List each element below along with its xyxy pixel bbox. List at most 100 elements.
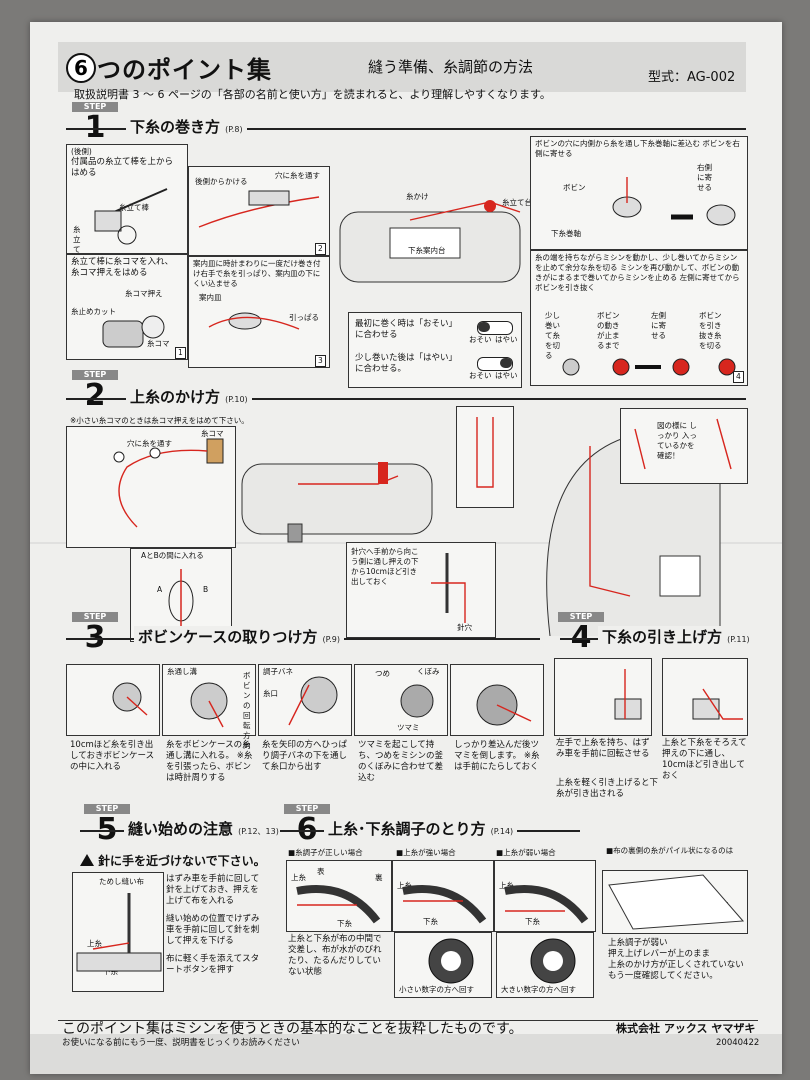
upper-thread-start-illustration [113,438,224,528]
step-label: STEP [72,612,118,622]
step4-caption-2: 上糸と下糸をそろえて押えの下に通し、10cmほど引き出しておく [662,738,747,781]
instruction-sheet: 6 つのポイント集 縫う準備、糸調節の方法 型式：AG-002 取扱説明書 3 … [30,22,782,1074]
hook-check-illustration [634,418,732,470]
bobbin-sequence-illustration [562,358,736,376]
title-text: つのポイント集 [97,56,272,84]
label-winder-shaft: 下糸巻軸 [551,229,581,238]
speed-switch-panel: 最初に巻く時は「おそい」に合わせる 少し巻いた後は「はやい」に合わせる。 おそい… [348,312,522,388]
step3-caption-5: しっかり差込んだ後ツマミを倒します。 ※糸は手前にたらしておく [454,740,540,772]
hold-upper-thread-illustration [614,669,642,720]
label-thread-cut: 糸止めカット [71,307,116,316]
caption-until-stop: ボビンの動きが止まるまで [597,311,620,350]
step-label: STEP [84,804,130,814]
speed-switch-fast [477,357,513,371]
step5-panel: ためし縫い布 上糸 下糸 [72,872,164,992]
tension-upper-weak-panel: 上糸 下糸 [494,860,596,932]
stitch-correct-illustration [296,885,381,924]
tension-dial-icon [530,938,576,984]
label-through-hole: 穴に糸を通す [275,171,320,180]
step2-note: ※小さい糸コマのときは糸コマ押えをはめて下さい。 [70,416,249,425]
label-lower: 下糸 [337,919,352,928]
step2-hook-panel: 図の様に しっかり 入っているかを確認！ [620,408,748,484]
panel-text: ボビンの穴に内側から糸を通し下糸巻軸に差込む ボビンを右側に寄せる [535,139,740,158]
step1-panel-3: 後側からかける 穴に糸を通す 2 [188,166,330,256]
step4-panel-2 [662,658,748,736]
caption-cut: 少し巻いて糸を切る [545,311,560,360]
step-label: STEP [72,102,118,112]
label-spool-cap: 糸コマ押え [125,289,163,298]
label-thread-exit: 糸口 [263,689,278,698]
dial-increase-panel: 大きい数字の方へ回す [496,932,594,998]
footer-band [30,1034,782,1074]
panel-text: 案内皿に時計まわりに一度だけ巻き付け右手で糸を引っぱり、案内皿の下にくい込ませる [193,259,321,288]
step5-badge: STEP 5 [84,804,130,846]
step5-bullet-1: はずみ車を手前に回して針を上げておき、押えを上げて布を入れる [166,874,260,906]
step5-warning: 針に手を近づけないで下さい。 [80,852,266,869]
bobbin-case-locked-illustration [476,684,532,726]
step3-page-ref: (P.9) [322,635,340,644]
label-upper: 上糸 [397,881,412,890]
step4-caption-1: 左手で上糸を持ち、はずみ車を手前に回転させる [556,738,650,759]
tension-correct-title: ■糸調子が正しい場合 [288,848,363,857]
label-fast: はやい [495,371,518,380]
step3-panel-2: 糸通し溝 ボビンの回転方向 [162,664,256,750]
label-push-right: 右側に寄せる [697,163,712,192]
tension-dial-icon [428,938,474,984]
pile-cause-3: 上糸のかけ方が正しくされていない [608,960,744,970]
pile-cause-2: 押え上げレバーが上のまま [608,949,711,959]
tension-correct-text: 上糸と下糸が布の中間で交差し、布が水がのびれたり、たるんだりしていない状態 [288,934,382,977]
step-number: 1 [84,110,106,145]
step1-panel-2: 糸立て棒に糸コマを入れ、 糸コマ押えをはめる 糸コマ押え 糸止めカット 糸コマ … [66,254,188,360]
tension-correct-panel: 上糸 表 裏 下糸 [286,860,392,932]
step1-title: 下糸の巻き方 [130,118,221,136]
label-upper: 上糸 [499,881,514,890]
step1-rule [66,128,746,130]
footer-sub-text: お使いになる前にもう一度、説明書をじっくりお読みください [62,1038,300,1048]
step2-guide-panel [456,406,514,508]
step-label: STEP [72,370,118,380]
pull-threads-illustration [692,688,743,720]
step4-badge: STEP 4 [558,612,604,654]
label-from-back: 後側からかける [195,177,248,186]
step4-heading: 下糸の引き上げ方 (P.11) [598,626,754,647]
label-spool-stand: 糸立て台 [502,198,532,207]
step-label: STEP [284,804,330,814]
step5-heading: 縫い始めの注意 (P.12、13) [124,818,283,839]
model-number: 型式：AG-002 [648,70,736,85]
label-pull: 引っぱる [289,313,319,322]
caption-push-left: 左側に寄せる [651,311,666,340]
label-back: 裏 [375,873,383,882]
step2-page-ref: (P.10) [225,395,248,404]
step2-panel-left: 穴に糸を通す 糸コマ [66,426,236,548]
caption-pull-out: ボビンを引き抜き糸を切る [699,311,722,350]
label-through-hole: 穴に糸を通す [127,439,172,448]
step3-panel-5 [450,664,544,736]
footer-main-text: このポイント集はミシンを使うときの基本的なことを抜粋したものです。 [62,1021,523,1037]
step-number: 3 [84,620,106,655]
label-claw: つめ [375,669,390,678]
step1-badge: STEP 1 [72,102,118,144]
document-code: 20040422 [716,1038,760,1048]
fabric-illustration [608,874,745,930]
step3-heading: ボビンケースの取りつけ方 (P.9) [134,626,344,647]
footer-rule [58,1020,758,1049]
label-between-ab: AとBの間に入れる [141,551,204,560]
label-fast: はやい [495,335,518,344]
panel-text: 糸立て棒に糸コマを入れ、 糸コマ押えをはめる [71,257,174,278]
step5-title: 縫い始めの注意 [128,820,234,838]
dial-decrease-caption: 小さい数字の方へ回す [399,985,474,994]
step1-right-panel-2: 糸の端を持ちながらミシンを動かし、少し巻いてからミシンを止めて余分な糸を切る ミ… [530,250,748,386]
label-lower: 下糸 [525,917,540,926]
spool-pin-illustration [94,188,168,245]
dial-decrease-panel: 小さい数字の方へ回す [394,932,492,998]
tension-spring-illustration [288,676,338,726]
label-needle-eye: 針穴 [457,623,472,632]
panel-note: (後側) [71,147,92,156]
label-upper: 上糸 [291,873,306,882]
step2-badge: STEP 2 [72,370,118,412]
step3-panel-1 [66,664,160,736]
step3-title: ボビンケースの取りつけ方 [138,628,318,646]
tension-disc-illustration [168,569,194,637]
step6-title: 上糸･下糸調子のとり方 [328,820,486,838]
label-notch: くぼみ [417,667,440,676]
